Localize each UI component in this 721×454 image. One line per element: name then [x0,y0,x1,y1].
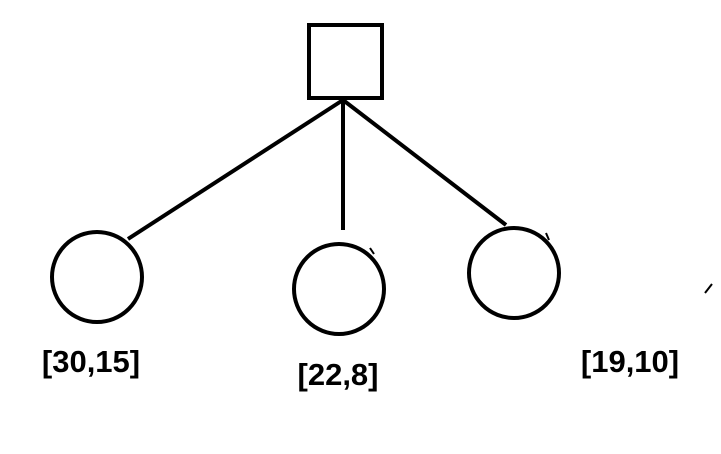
child-node-3-label: [19,10] [580,344,680,379]
stray-mark-circle-3 [545,232,550,241]
root-node-square [307,23,384,100]
child-node-1-label: [30,15] [41,344,141,379]
child-node-2-label: [22,8] [297,357,379,392]
stray-mark-edge [704,283,713,294]
stray-mark-circle-2 [369,247,375,255]
child-node-2-circle [292,242,386,336]
edge-root-to-child-3 [341,98,508,227]
child-node-1-circle [50,230,144,324]
edge-root-to-child-1 [126,98,345,241]
child-node-3-circle [467,226,561,320]
